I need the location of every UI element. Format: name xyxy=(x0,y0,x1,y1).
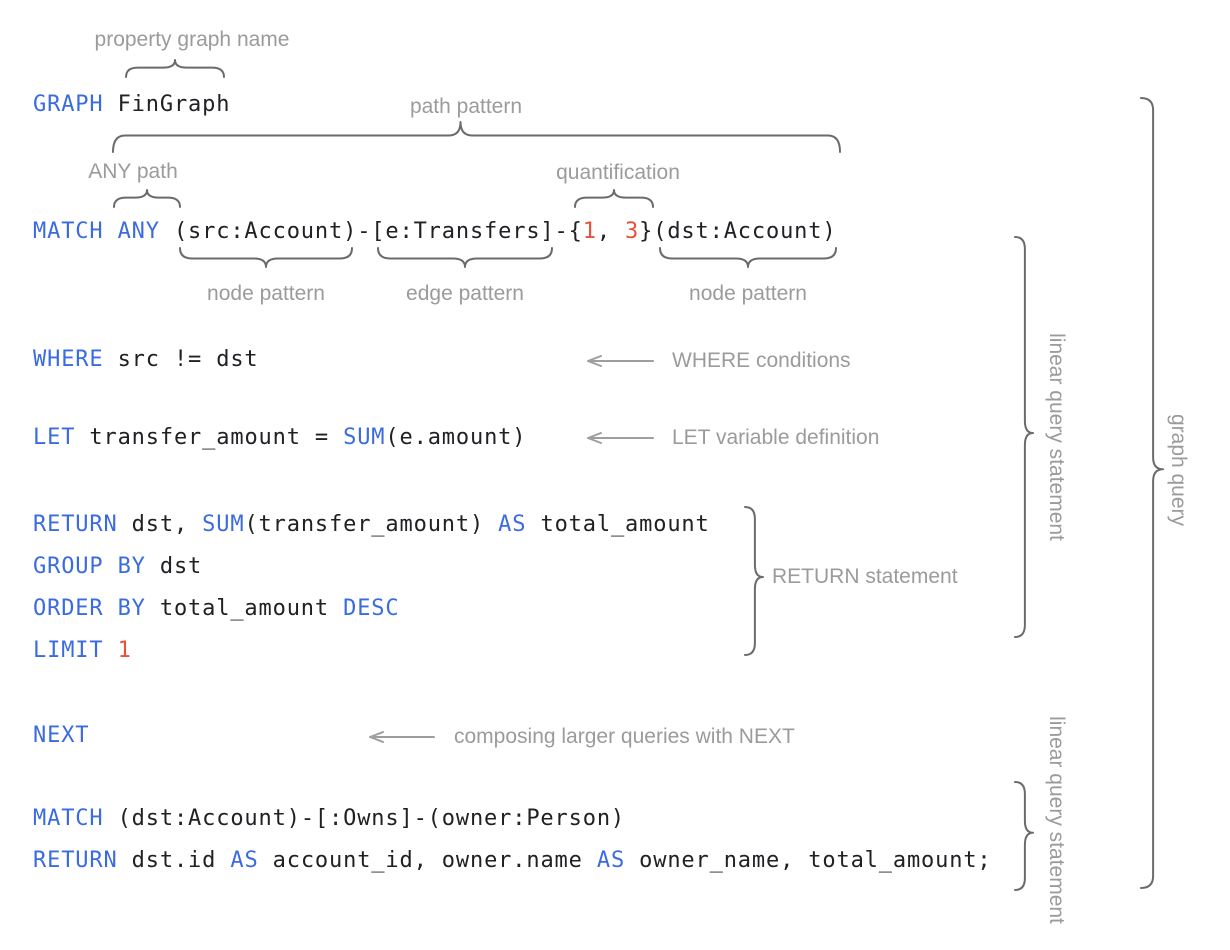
code-token: 1 xyxy=(582,219,597,244)
label-node-pattern-1: node pattern xyxy=(207,282,325,305)
code-line-limit-clause: LIMIT 1 xyxy=(33,637,132,665)
code-token: GRAPH xyxy=(33,92,104,117)
label-node-pattern-2: node pattern xyxy=(689,282,807,305)
code-token: (transfer_amount) xyxy=(244,512,499,537)
brace-linear-query-statement-1 xyxy=(1014,236,1034,638)
code-line-let-clause: LET transfer_amount = SUM(e.amount) xyxy=(33,424,526,452)
code-token: MATCH ANY xyxy=(33,219,160,244)
brace-linear-query-statement-2 xyxy=(1014,781,1034,891)
code-line-where-clause: WHERE src != dst xyxy=(33,346,259,374)
code-token: 3 xyxy=(625,219,640,244)
code-token: , xyxy=(596,219,626,244)
code-token: owner_name, total_amount; xyxy=(625,848,992,873)
label-return-statement: RETURN statement xyxy=(772,565,958,588)
brace-path-pattern xyxy=(112,121,841,153)
code-token: RETURN xyxy=(33,512,118,537)
label-quantification: quantification xyxy=(556,161,680,184)
arrow-where-conditions xyxy=(587,355,654,367)
code-token: GROUP BY xyxy=(33,554,146,579)
brace-any-path xyxy=(113,189,181,208)
brace-node-pattern-1 xyxy=(179,247,353,268)
code-token: (src:Account)-[e:Transfers]-{ xyxy=(159,219,583,244)
code-token: NEXT xyxy=(33,723,90,748)
label-graph-query: graph query xyxy=(1167,413,1190,527)
code-token: MATCH xyxy=(33,806,104,831)
code-line-group-by-clause: GROUP BY dst xyxy=(33,553,202,581)
arrow-composing-next xyxy=(369,731,435,743)
code-line-graph-clause: GRAPH FinGraph xyxy=(33,91,230,119)
code-token: WHERE xyxy=(33,347,104,372)
brace-return-statement xyxy=(744,506,764,656)
label-let-variable-definition: LET variable definition xyxy=(672,426,880,449)
code-line-match-clause-2: MATCH (dst:Account)-[:Owns]-(owner:Perso… xyxy=(33,805,625,833)
code-token: dst.id xyxy=(117,848,231,873)
label-where-conditions: WHERE conditions xyxy=(672,349,851,372)
code-token: (e.amount) xyxy=(385,425,527,450)
code-token: }(dst:Account) xyxy=(639,219,837,244)
code-token: dst xyxy=(145,554,203,579)
label-edge-pattern: edge pattern xyxy=(406,282,524,305)
brace-node-pattern-2 xyxy=(659,247,837,268)
brace-quantification xyxy=(574,189,654,208)
code-token: 1 xyxy=(117,638,132,663)
code-line-return-clause-2: RETURN dst.id AS account_id, owner.name … xyxy=(33,847,992,875)
code-token: AS xyxy=(498,512,527,537)
code-token: LIMIT xyxy=(33,638,104,663)
code-line-order-by-clause: ORDER BY total_amount DESC xyxy=(33,595,400,623)
code-token: FinGraph xyxy=(103,92,231,117)
brace-graph-query xyxy=(1140,97,1164,889)
code-token: ORDER BY xyxy=(33,596,146,621)
label-linear-query-statement-1: linear query statement xyxy=(1045,333,1068,541)
arrow-let-variable-definition xyxy=(587,432,654,444)
code-line-next-clause: NEXT xyxy=(33,722,89,750)
code-token: account_id, owner.name xyxy=(258,848,597,873)
code-token: SUM xyxy=(202,512,245,537)
label-composing-next: composing larger queries with NEXT xyxy=(454,725,795,748)
code-token: LET xyxy=(33,425,76,450)
code-token: DESC xyxy=(343,596,400,621)
code-token: transfer_amount = xyxy=(75,425,344,450)
label-any-path: ANY path xyxy=(88,160,178,183)
label-path-pattern: path pattern xyxy=(409,95,523,118)
code-token: (dst:Account)-[:Owns]-(owner:Person) xyxy=(103,806,626,831)
brace-edge-pattern xyxy=(377,247,553,268)
code-line-return-clause: RETURN dst, SUM(transfer_amount) AS tota… xyxy=(33,511,710,539)
label-linear-query-statement-2: linear query statement xyxy=(1045,716,1068,924)
code-token: AS xyxy=(230,848,259,873)
code-token: total_amount xyxy=(145,596,344,621)
code-line-match-any-clause: MATCH ANY (src:Account)-[e:Transfers]-{1… xyxy=(33,218,836,246)
code-token xyxy=(103,638,117,663)
code-token: dst, xyxy=(117,512,203,537)
code-token: AS xyxy=(596,848,626,873)
code-token: total_amount xyxy=(526,512,710,537)
brace-property-graph-name xyxy=(125,59,225,78)
label-property-graph-name: property graph name xyxy=(94,28,290,51)
code-token: SUM xyxy=(343,425,386,450)
code-token: RETURN xyxy=(33,848,118,873)
code-token: src != dst xyxy=(103,347,259,372)
